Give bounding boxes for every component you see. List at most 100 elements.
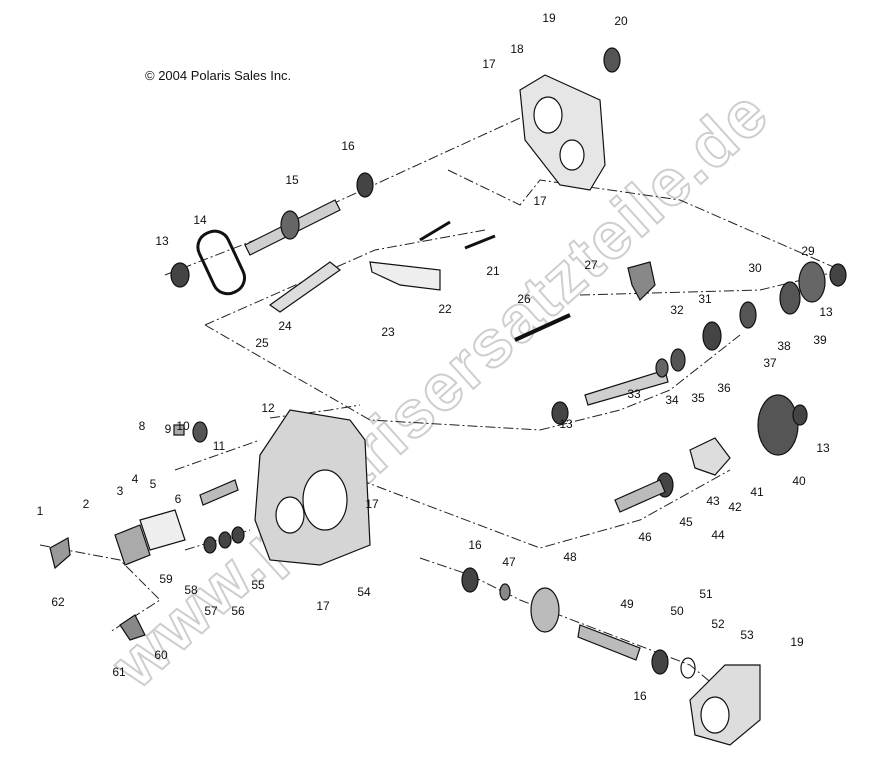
bracket-62: [49, 537, 71, 570]
callout-label: 37: [763, 356, 777, 370]
copyright-notice: © 2004 Polaris Sales Inc.: [145, 68, 292, 83]
shaft-46: [614, 479, 666, 513]
callout-label: 32: [670, 303, 684, 317]
bearing-13-lower: [792, 404, 808, 426]
gear-29: [798, 261, 826, 303]
callout-label: 19: [542, 11, 556, 25]
callout-label: 9: [165, 422, 172, 436]
gear-40: [757, 394, 799, 456]
callout-label: 13: [819, 305, 833, 319]
callout-label: 47: [502, 555, 516, 569]
cover-plate-upper: [519, 74, 606, 191]
callout-label: 16: [468, 538, 482, 552]
callout-label: 12: [261, 401, 275, 415]
callout-label: 13: [559, 417, 573, 431]
callout-label: 22: [438, 302, 452, 316]
callout-label: 20: [614, 14, 628, 28]
gear-34: [655, 358, 669, 378]
callout-label: 17: [316, 599, 330, 613]
shift-fork-27: [627, 261, 656, 301]
callout-label: 60: [154, 648, 168, 662]
callout-label: 1: [37, 504, 44, 518]
callout-label: 13: [155, 234, 169, 248]
callout-label: 57: [204, 604, 218, 618]
bolt-21: [464, 234, 496, 250]
assembly-line: [539, 334, 741, 431]
callout-label: 59: [159, 572, 173, 586]
bearing-20: [603, 47, 621, 73]
assembly-line: [447, 169, 846, 273]
bearing-16-bottom: [651, 649, 669, 675]
seal-56: [218, 531, 232, 549]
pin-24: [268, 261, 342, 313]
callout-label: 41: [750, 485, 764, 499]
callout-label: 56: [231, 604, 245, 618]
housing-3: [114, 524, 151, 566]
callout-label: 8: [139, 419, 146, 433]
assembly-line: [204, 229, 486, 326]
callout-label: 58: [184, 583, 198, 597]
callout-label: 24: [278, 319, 292, 333]
seal-55: [231, 526, 245, 544]
callout-label: 36: [717, 381, 731, 395]
housing-bore: [302, 469, 348, 531]
bearing-16-upper: [356, 172, 374, 198]
gear-35: [670, 348, 686, 372]
bushing-9: [173, 424, 185, 436]
switch-60: [119, 614, 146, 641]
callout-label: 15: [285, 173, 299, 187]
callout-label: 23: [381, 325, 395, 339]
gear-31: [739, 301, 757, 329]
cover-bore: [700, 696, 730, 734]
shaft-33: [584, 369, 669, 406]
callout-label: 17: [365, 497, 379, 511]
callout-label: 3: [117, 484, 124, 498]
callout-label: 17: [482, 57, 496, 71]
callout-label: 31: [698, 292, 712, 306]
assembly-line: [359, 469, 731, 549]
callout-label: 35: [691, 391, 705, 405]
callout-label: 45: [679, 515, 693, 529]
callout-label: 48: [563, 550, 577, 564]
assembly-line: [174, 439, 261, 471]
callout-label: 14: [193, 213, 207, 227]
bolt-21: [419, 220, 451, 242]
callout-label: 6: [175, 492, 182, 506]
callout-label: 61: [112, 665, 126, 679]
rod-26: [514, 313, 571, 342]
callout-label: 26: [517, 292, 531, 306]
callout-label: 62: [51, 595, 65, 609]
gear-39: [779, 281, 801, 315]
callout-label: 30: [748, 261, 762, 275]
seal-57: [203, 536, 217, 554]
shaft-11: [199, 479, 239, 506]
seal-10: [192, 421, 208, 443]
gear-36: [702, 321, 722, 351]
callout-label: 50: [670, 604, 684, 618]
bearing-13-right: [829, 263, 847, 287]
callout-label: 27: [584, 258, 598, 272]
housing-bore: [275, 496, 305, 534]
callout-label: 49: [620, 597, 634, 611]
callout-label: 43: [706, 494, 720, 508]
callout-label: 2: [83, 497, 90, 511]
parts: [49, 47, 847, 746]
assembly-line: [419, 557, 721, 691]
callout-label: 44: [711, 528, 725, 542]
callout-label: 25: [255, 336, 269, 350]
callout-label: 10: [176, 419, 190, 433]
callout-label: 55: [251, 578, 265, 592]
callout-label: 21: [486, 264, 500, 278]
callout-label: 51: [699, 587, 713, 601]
bearing-plate-42: [689, 437, 731, 476]
callout-label: 17: [533, 194, 547, 208]
sprocket-48: [530, 587, 560, 633]
callout-label: 54: [357, 585, 371, 599]
assembly-line: [164, 117, 521, 276]
gasket-59: [139, 509, 186, 551]
assembly-line: [204, 324, 541, 431]
cover-bearing: [559, 139, 585, 171]
